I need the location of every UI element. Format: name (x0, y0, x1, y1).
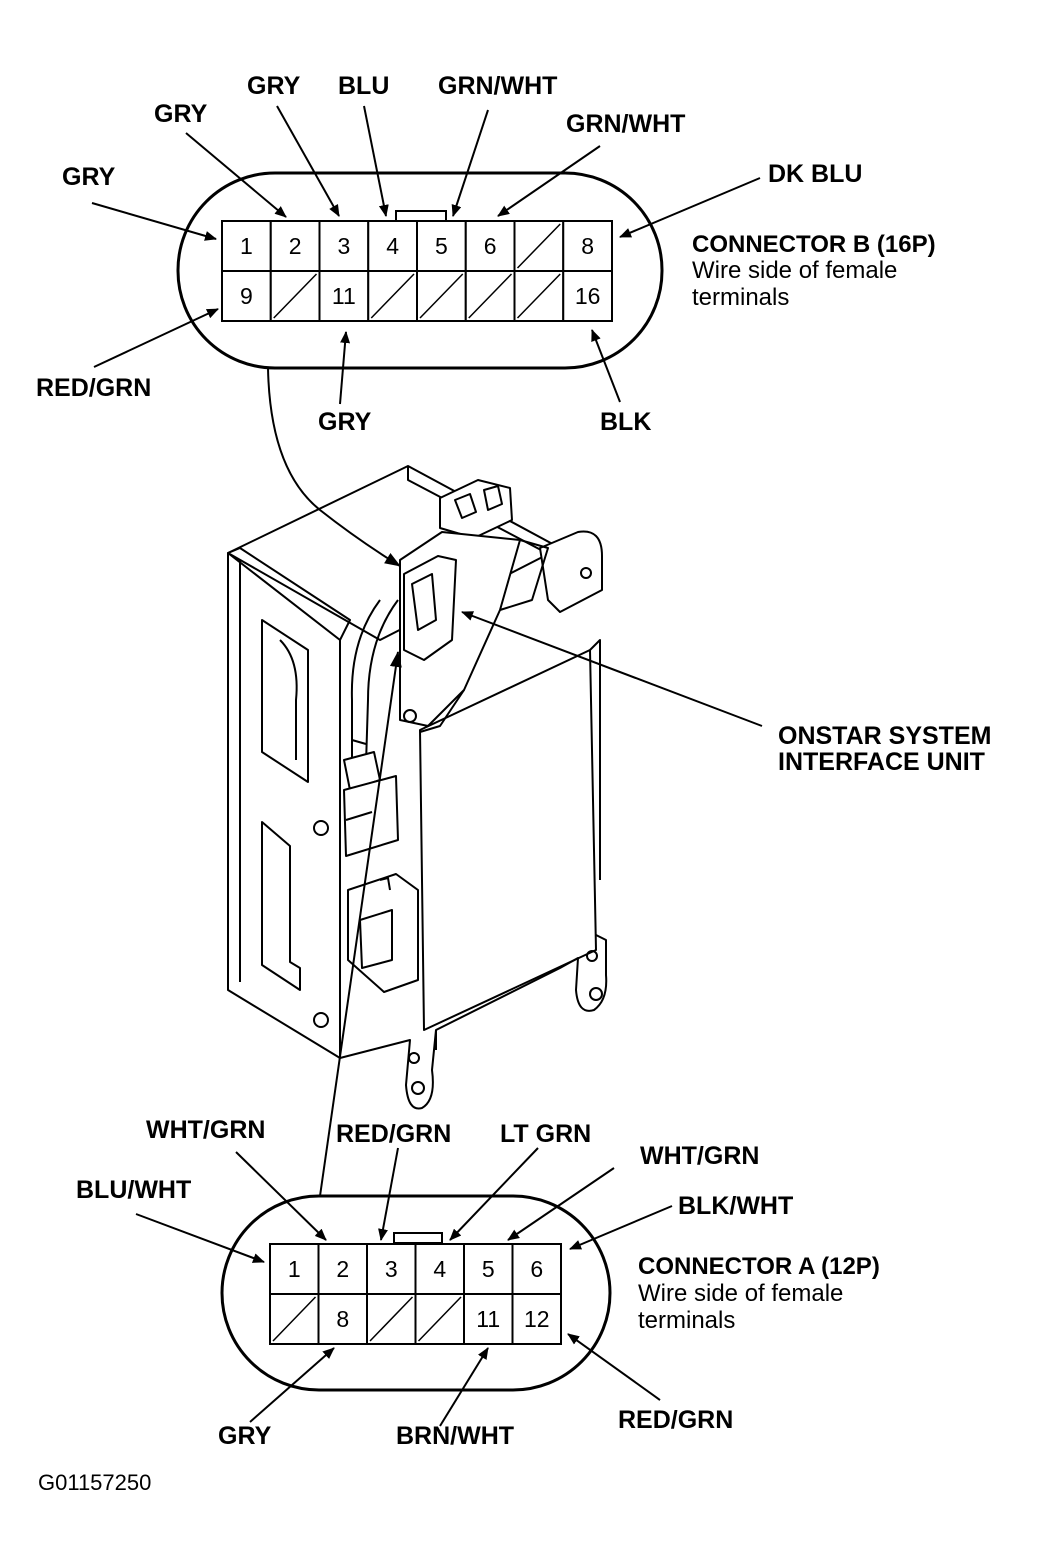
connector-a-cell (511, 1293, 562, 1345)
figure-code: G01157250 (38, 1470, 151, 1495)
wire-label-a12: RED/GRN (618, 1406, 733, 1434)
wire-label-b3: GRY (247, 72, 301, 100)
wire-label-b16: BLK (600, 408, 651, 436)
connector-a-pin-number: 4 (433, 1256, 446, 1282)
unit-label-line1: ONSTAR SYSTEM (778, 722, 991, 750)
connector-b-pin-number: 5 (435, 233, 448, 259)
connector-b-pin-number: 11 (332, 283, 356, 309)
connector-a-desc-line1: Wire side of female (638, 1280, 843, 1307)
connector-a-pin-number: 2 (336, 1256, 349, 1282)
connector-b-cell (464, 220, 516, 272)
onstar-unit-drawing (227, 465, 608, 1110)
connector-b-title: CONNECTOR B (16P) (692, 231, 936, 258)
wire-label-a8: GRY (218, 1422, 272, 1450)
connector-a-cell (414, 1243, 465, 1295)
connector-a-unused-cavity (369, 1296, 414, 1342)
connector-b-desc-line2: terminals (692, 284, 789, 311)
connector-a-latch (393, 1232, 443, 1244)
connector-b-outline (176, 171, 664, 370)
wire-label-b1: GRY (62, 163, 116, 191)
connector-b-cell (562, 220, 613, 272)
connector-b-pin-number: 9 (240, 283, 253, 309)
wire-label-b5: GRN/WHT (438, 72, 557, 100)
unit-label: ONSTAR SYSTEM INTERFACE UNIT (778, 722, 991, 776)
connector-a-pin-number: 6 (530, 1256, 543, 1282)
wire-label-a2: WHT/GRN (146, 1116, 265, 1144)
connector-b-cell (318, 270, 370, 322)
wire-label-b8: DK BLU (768, 160, 862, 188)
connector-b-pin-number: 1 (240, 233, 253, 259)
connector-a-cell (511, 1243, 562, 1295)
wire-label-b11: GRY (318, 408, 372, 436)
connector-b-pin-number: 3 (337, 233, 350, 259)
connector-a-pin-number: 1 (288, 1256, 301, 1282)
wire-label-a6: BLK/WHT (678, 1192, 793, 1220)
connector-b-grid: 1 2 3 4 5 6 8 9 11 16 (221, 220, 613, 322)
connector-a-unused-cavity (417, 1296, 462, 1342)
connector-a-pin-number: 3 (385, 1256, 398, 1282)
connector-b-pin-number: 8 (581, 233, 594, 259)
connector-a-cell (366, 1243, 417, 1295)
connector-a-desc-line2: terminals (638, 1307, 735, 1334)
connector-b-unused-cavity (419, 273, 464, 319)
connector-a-title: CONNECTOR A (12P) (638, 1253, 880, 1280)
connector-a-unused-cavity (272, 1296, 317, 1342)
connector-a-pin-number: 12 (524, 1306, 550, 1332)
wire-label-b4: BLU (338, 72, 389, 100)
connector-b-cell (221, 270, 272, 322)
wire-label-b6: GRN/WHT (566, 110, 685, 138)
wire-label-a3: RED/GRN (336, 1120, 451, 1148)
connector-b-pin-number: 6 (484, 233, 497, 259)
connector-b-cell (367, 220, 418, 272)
connector-a-pin-number: 5 (482, 1256, 495, 1282)
connector-a-pin-number: 8 (336, 1306, 349, 1332)
connector-b-unused-cavity (468, 273, 513, 319)
connector-b-unused-cavity (516, 223, 561, 269)
connector-b-unused-cavity (370, 273, 415, 319)
connector-b-desc-line1: Wire side of female (692, 257, 897, 284)
wire-label-a1: BLU/WHT (76, 1176, 191, 1204)
connector-b-pin-number: 4 (386, 233, 399, 259)
wire-label-a4: LT GRN (500, 1120, 591, 1148)
connector-b-unused-cavity (516, 273, 561, 319)
unit-label-line2: INTERFACE UNIT (778, 748, 985, 776)
connector-b-pin-number: 16 (575, 283, 601, 309)
wire-label-b2: GRY (154, 100, 208, 128)
wire-label-b9: RED/GRN (36, 374, 151, 402)
connector-a-pin-number: 11 (476, 1306, 500, 1332)
connector-b-latch (395, 210, 447, 222)
connector-a-outline (220, 1194, 612, 1392)
wire-label-a5: WHT/GRN (640, 1142, 759, 1170)
connector-a-cell (269, 1243, 320, 1295)
wire-label-a11: BRN/WHT (396, 1422, 514, 1450)
connector-b-unused-cavity (273, 273, 318, 319)
connector-a-cell (317, 1243, 368, 1295)
connector-b-cell (562, 270, 613, 322)
connector-b: 1 2 3 4 5 6 8 9 11 16 GRY GRY GRY BLU GRN/WHT GRN… (36, 72, 936, 436)
connector-b-pin-number: 2 (289, 233, 302, 259)
